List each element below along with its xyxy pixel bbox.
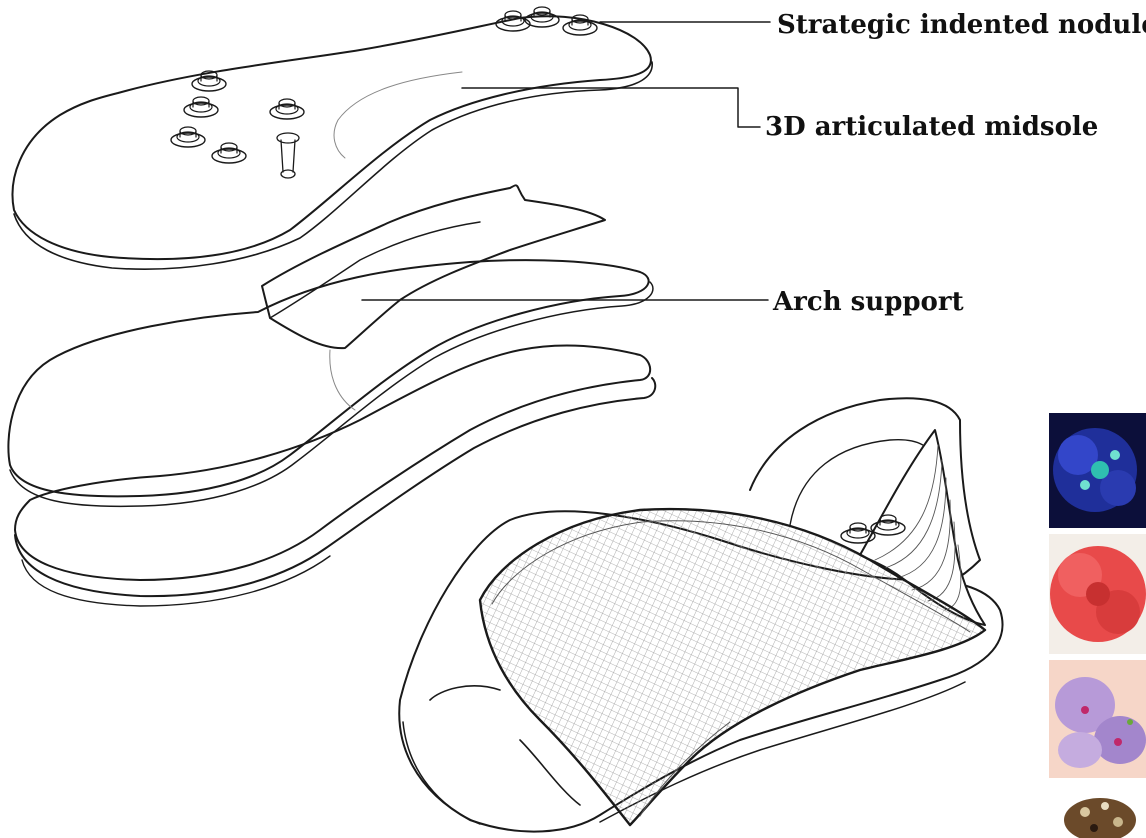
butterfly-image [1049,660,1146,778]
blue-flower-image [1049,413,1146,528]
insole-outline [8,260,648,496]
callout-arch-support: Arch support [773,289,964,315]
leader-lines [362,22,770,300]
midsole-layer [13,7,653,269]
callout-3d-articulated-midsole: 3D articulated midsole [765,114,1098,140]
material-swatches [1049,413,1146,838]
arch-support [262,185,605,348]
midsole-edge [14,62,652,269]
nodule-group-toe [496,7,597,35]
midsole-outline [13,16,651,259]
beads-image [1049,790,1146,838]
callout-strategic-indented-nodule: Strategic indented nodule [777,12,1146,38]
nodule-group-heel [171,71,304,163]
arch-contour [330,350,355,410]
red-flower-image [1049,534,1146,654]
nodule-pin [277,133,299,178]
assembled-sandal [399,398,1002,831]
insole-edge [10,282,653,506]
outsole-bottom [22,556,330,606]
